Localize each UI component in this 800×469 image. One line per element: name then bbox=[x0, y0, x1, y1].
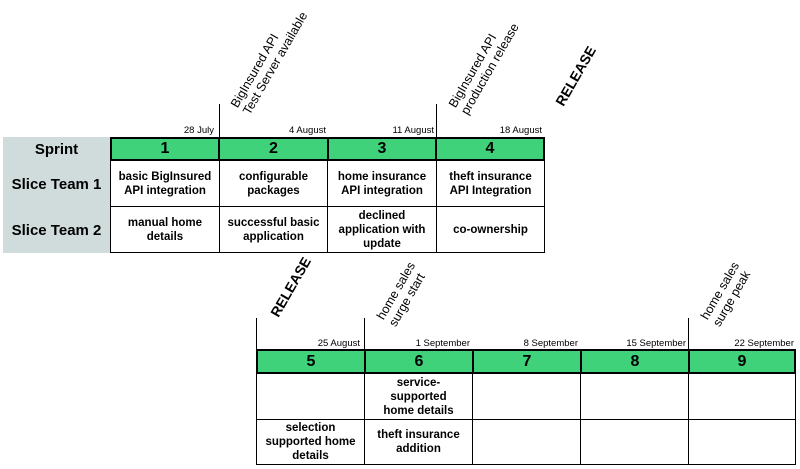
sprint-cell-team1: theft insurance API Integration bbox=[436, 160, 545, 207]
sprint-cell-team1: configurable packages bbox=[219, 160, 328, 207]
row-header-slice-team-1: Slice Team 1 bbox=[3, 161, 110, 207]
sprint-date: 8 September bbox=[523, 338, 578, 349]
milestone-line bbox=[219, 104, 220, 137]
sprint-date: 25 August bbox=[317, 338, 360, 349]
sprint-cell-team1 bbox=[688, 373, 796, 420]
milestone-line bbox=[364, 318, 365, 350]
sprint-date: 1 September bbox=[415, 338, 470, 349]
sprint-number: 7 bbox=[472, 349, 582, 374]
sprint-cell-team2: theft insurance addition bbox=[364, 419, 473, 465]
sprint-cell-team2: successful basic application bbox=[219, 206, 328, 253]
milestone-line bbox=[436, 104, 437, 137]
sprint-cell-team2 bbox=[472, 419, 581, 465]
sprint-cell-team1 bbox=[472, 373, 581, 420]
milestone-label: home sales surge peak bbox=[698, 259, 754, 329]
sprint-date: 15 September bbox=[626, 338, 686, 349]
sprint-number: 9 bbox=[688, 349, 796, 374]
milestone-label: BigInsured API Test Server available bbox=[228, 9, 311, 117]
sprint-cell-team1: service-supported home details bbox=[364, 373, 473, 420]
sprint-date: 11 August bbox=[392, 125, 434, 136]
sprint-cell-team1 bbox=[580, 373, 689, 420]
row-header-sprint: Sprint bbox=[3, 137, 110, 161]
milestone-label: BigInsured API production release bbox=[446, 20, 522, 118]
sprint-date: 22 September bbox=[734, 338, 794, 349]
sprint-number: 2 bbox=[218, 137, 329, 161]
sprint-number: 3 bbox=[327, 137, 437, 161]
release-label: RELEASE bbox=[267, 254, 315, 320]
sprint-number: 8 bbox=[580, 349, 690, 374]
sprint-cell-team1: basic BigInsured API integration bbox=[110, 160, 220, 207]
sprint-cell-team2: selection supported home details bbox=[256, 419, 365, 465]
row-header-slice-team-2: Slice Team 2 bbox=[3, 207, 110, 253]
sprint-number: 6 bbox=[364, 349, 474, 374]
sprint-number: 5 bbox=[256, 349, 366, 374]
milestone-line bbox=[256, 318, 257, 350]
sprint-number: 4 bbox=[435, 137, 545, 161]
sprint-cell-team2 bbox=[688, 419, 796, 465]
sprint-date: 28 July bbox=[183, 125, 214, 136]
sprint-cell-team2: declined application with update bbox=[327, 206, 437, 253]
sprint-cell-team2: co-ownership bbox=[436, 206, 545, 253]
sprint-cell-team1 bbox=[256, 373, 365, 420]
sprint-cell-team2: manual home details bbox=[110, 206, 220, 253]
milestone-label: home sales surge start bbox=[374, 259, 428, 329]
sprint-cell-team1: home insurance API integration bbox=[327, 160, 437, 207]
sprint-date: 4 August bbox=[289, 125, 326, 136]
milestone-line bbox=[688, 318, 689, 350]
sprint-number: 1 bbox=[110, 137, 220, 161]
release-label: RELEASE bbox=[552, 43, 600, 109]
sprint-date: 18 August bbox=[499, 125, 542, 136]
sprint-cell-team2 bbox=[580, 419, 689, 465]
